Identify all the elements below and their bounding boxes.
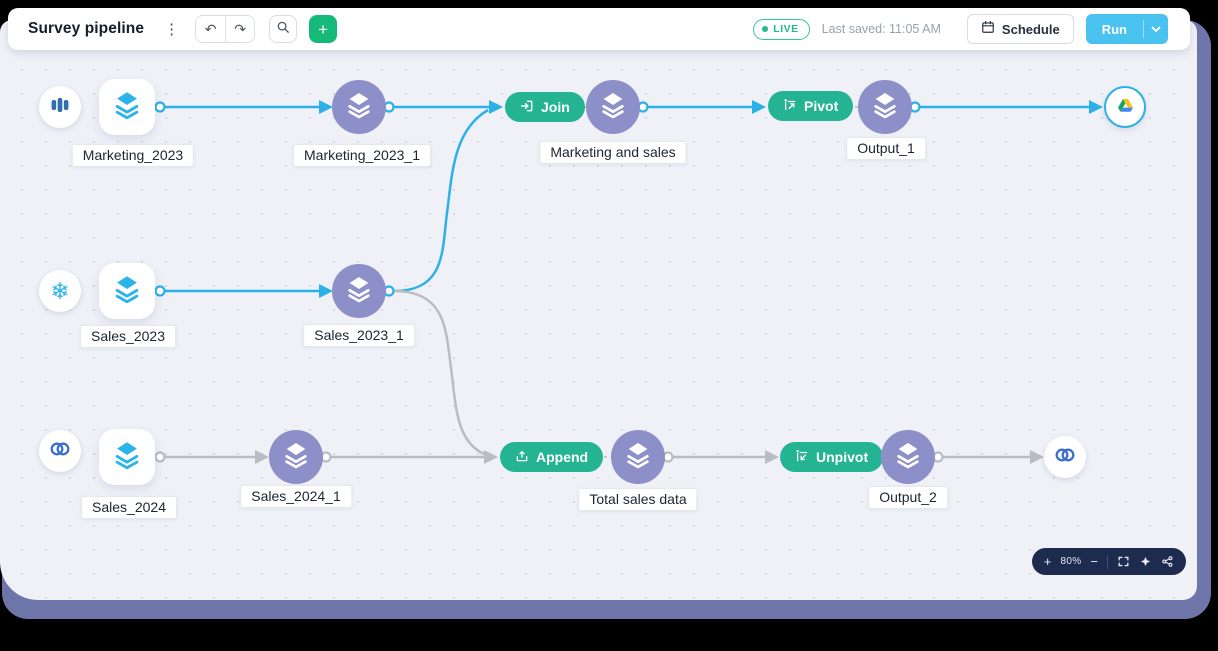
node-total-sales-data[interactable] [611, 430, 665, 484]
live-label: LIVE [773, 23, 799, 35]
dataset-layers-icon [343, 89, 375, 126]
undo-button[interactable]: ↶ [196, 16, 226, 42]
run-divider [1143, 20, 1144, 38]
schedule-label: Schedule [1001, 21, 1060, 37]
node-label: Sales_2023_1 [303, 324, 415, 347]
snowflake-icon: ❄ [50, 277, 70, 304]
source-connector-database[interactable] [39, 86, 81, 128]
search-icon [276, 20, 290, 39]
node-output-2[interactable] [881, 430, 935, 484]
node-sales-2023-1[interactable] [332, 264, 386, 318]
join-label: Join [541, 99, 570, 115]
run-button[interactable]: Run [1086, 14, 1143, 44]
canvas-controls: + 80% − [1031, 548, 1186, 575]
chevron-down-icon [1151, 26, 1161, 33]
calendar-icon [981, 20, 995, 39]
search-button[interactable] [269, 15, 298, 43]
node-label: Output_2 [868, 486, 948, 509]
zoom-in-button[interactable]: + [1043, 554, 1052, 569]
transform-join[interactable]: Join [505, 92, 585, 122]
locate-button[interactable] [1139, 555, 1152, 568]
redo-icon: ↷ [234, 20, 246, 37]
node-label: Total sales data [578, 488, 698, 511]
node-marketing-and-sales[interactable] [586, 80, 640, 134]
plus-icon: + [318, 19, 329, 39]
dataset-layers-icon [110, 88, 144, 127]
dataset-layers-icon [343, 273, 375, 310]
node-label: Output_1 [846, 137, 926, 160]
schedule-button[interactable]: Schedule [966, 14, 1074, 44]
dataset-layers-icon [110, 438, 144, 477]
node-marketing-2023[interactable] [99, 79, 155, 135]
source-connector-snowflake[interactable]: ❄ [39, 270, 81, 312]
google-drive-icon [1116, 96, 1135, 119]
node-sales-2023[interactable] [99, 263, 155, 319]
node-marketing-2023-1[interactable] [332, 80, 386, 134]
undo-icon: ↶ [204, 20, 217, 37]
node-label: Sales_2024_1 [240, 485, 352, 508]
node-label: Marketing_2023_1 [293, 144, 431, 167]
dataset-layers-icon [280, 439, 312, 476]
zoho-crm-icon [1053, 443, 1077, 472]
dataset-layers-icon [110, 272, 144, 311]
pivot-icon [783, 98, 797, 115]
source-connector-zoho[interactable] [39, 430, 81, 472]
divider [1107, 554, 1108, 569]
destination-zoho[interactable] [1044, 436, 1086, 478]
last-saved-text: Last saved: 11:05 AM [821, 22, 941, 36]
run-dropdown-button[interactable] [1144, 14, 1168, 44]
dataset-layers-icon [622, 439, 654, 476]
node-sales-2024-1[interactable] [269, 430, 323, 484]
top-toolbar: Survey pipeline ⋮ ↶ ↷ + LIVE Last saved:… [8, 8, 1190, 50]
node-output-1[interactable] [858, 80, 912, 134]
pipeline-title: Survey pipeline [28, 20, 145, 37]
live-status-badge: LIVE [753, 18, 810, 40]
transform-unpivot[interactable]: Unpivot [780, 442, 884, 472]
pivot-label: Pivot [804, 98, 839, 114]
fullscreen-button[interactable] [1117, 555, 1130, 568]
node-sales-2024[interactable] [99, 429, 155, 485]
zoom-level: 80% [1060, 556, 1082, 567]
node-label: Marketing_2023 [71, 144, 195, 167]
append-label: Append [536, 449, 589, 465]
unpivot-label: Unpivot [816, 449, 869, 465]
run-split-button: Run [1085, 14, 1168, 44]
append-icon [515, 449, 529, 466]
share-graph-button[interactable] [1161, 555, 1174, 568]
run-label: Run [1101, 21, 1127, 37]
redo-button[interactable]: ↷ [225, 16, 255, 42]
dataset-layers-icon [869, 89, 901, 126]
database-columns-icon [48, 93, 72, 122]
zoho-crm-icon [48, 437, 72, 466]
kebab-menu-icon[interactable]: ⋮ [164, 21, 180, 38]
add-node-button[interactable]: + [309, 15, 338, 43]
live-dot-icon [762, 26, 769, 32]
transform-append[interactable]: Append [500, 442, 604, 472]
zoom-out-button[interactable]: − [1090, 554, 1098, 569]
node-label: Sales_2024 [81, 496, 177, 519]
node-label: Sales_2023 [80, 325, 176, 348]
undo-redo-group: ↶ ↷ [195, 15, 256, 43]
node-label: Marketing and sales [539, 141, 687, 164]
dataset-layers-icon [892, 439, 924, 476]
destination-google-drive[interactable] [1104, 86, 1146, 128]
dataset-layers-icon [597, 89, 629, 126]
join-icon [520, 99, 534, 116]
unpivot-icon [795, 449, 809, 466]
transform-pivot[interactable]: Pivot [768, 91, 854, 121]
